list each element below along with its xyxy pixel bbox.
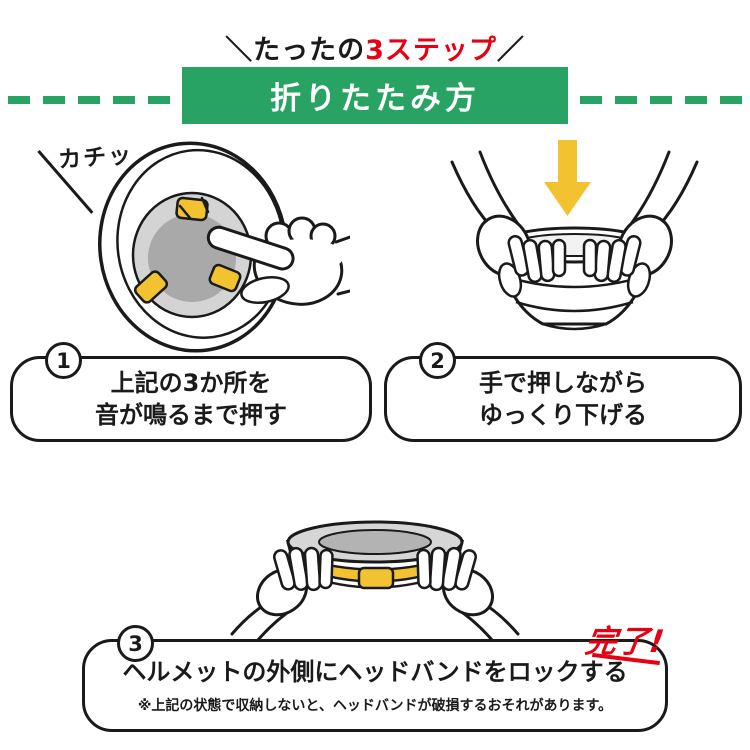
left-hand-icon — [476, 214, 567, 298]
pointing-hand-icon — [206, 216, 350, 306]
step3-note: ※上記の状態で収納しないと、ヘッドバンドが破損するおそれがあります。 — [137, 697, 613, 714]
helmet-press-illustration — [98, 141, 350, 353]
click-sound-label: カチッ — [57, 142, 135, 174]
step2-text-line2: ゆっくり下げる — [479, 401, 647, 429]
helmet-push-down-illustration — [450, 140, 699, 331]
step-number-3: 3 — [117, 625, 154, 662]
dashed-line-left — [8, 96, 172, 104]
press-marks — [178, 196, 210, 220]
folded-top-inner — [318, 529, 432, 555]
step-bubble-3: 3 ヘルメットの外側にヘッドバンドをロックする ※上記の状態で収納しないと、ヘッ… — [82, 625, 668, 732]
down-arrow-icon — [544, 140, 591, 216]
dashed-line-right — [578, 96, 742, 104]
tagline-prefix: ＼たったの — [225, 35, 366, 66]
headband-buckle — [357, 566, 395, 590]
step-bubble-2: 2 手で押しながら ゆっくり下げる — [384, 342, 742, 442]
tagline: ＼たったの3ステップ／ — [0, 28, 750, 67]
left-hand-icon — [256, 546, 334, 617]
step1-text-line2: 音が鳴るまで押す — [95, 401, 287, 429]
banner-title: 折りたたみ方 — [270, 81, 480, 117]
folded-helmet-lock-illustration — [230, 520, 520, 642]
step-number-2: 2 — [419, 342, 456, 379]
tagline-suffix: ／ — [496, 35, 525, 66]
fold-title-banner: 折りたたみ方 — [182, 67, 568, 124]
tagline-highlight: 3ステップ — [365, 35, 497, 66]
right-hand-icon — [415, 545, 503, 626]
step3-text-line1: ヘルメットの外側にヘッドバンドをロックする — [122, 658, 628, 687]
step-bubble-1: 1 上記の3か所を 音が鳴るまで押す — [10, 342, 372, 442]
step1-text-line1: 上記の3か所を — [110, 368, 272, 397]
step-number-1: 1 — [45, 342, 82, 379]
step2-text-line1: 手で押しながら — [479, 368, 647, 397]
